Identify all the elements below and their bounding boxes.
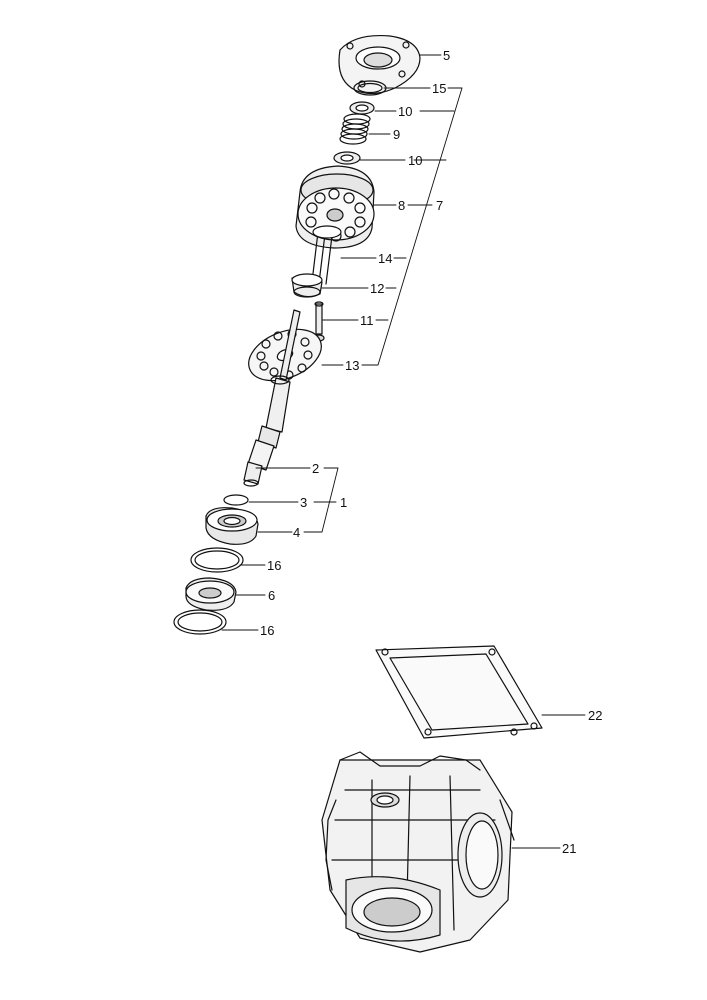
part-12-ball-guide (291, 273, 323, 298)
part-10-washer-top (349, 101, 375, 115)
callout-13: 13 (345, 358, 360, 373)
drive-shaft (243, 309, 301, 487)
callout-10-top: 10 (398, 104, 413, 119)
callout-16-top: 16 (267, 558, 282, 573)
callout-7: 7 (436, 198, 444, 213)
part-14-guide (311, 225, 342, 285)
callout-2: 2 (312, 461, 320, 476)
part-10-washer-bottom (333, 151, 361, 165)
callout-5: 5 (443, 48, 451, 63)
part-3-ring (223, 494, 249, 506)
part-16-snap-ring-top (190, 547, 244, 573)
callout-16-bottom: 16 (260, 623, 275, 638)
callout-8: 8 (398, 198, 406, 213)
callout-11: 11 (360, 313, 374, 328)
callout-1: 1 (340, 495, 348, 510)
callout-9: 9 (393, 127, 401, 142)
callout-21: 21 (562, 841, 577, 856)
callout-12: 12 (370, 281, 385, 296)
callout-10-bottom: 10 (408, 153, 423, 168)
callout-14: 14 (378, 251, 393, 266)
callout-15: 15 (432, 81, 447, 96)
callout-4: 4 (293, 525, 301, 540)
callout-6: 6 (268, 588, 276, 603)
part-8-cylinder-block (295, 165, 375, 249)
part-6-seal (185, 577, 237, 611)
part-22-gasket (375, 645, 543, 739)
callout-3: 3 (300, 495, 308, 510)
part-21-housing (321, 751, 515, 953)
part-9-spring (339, 113, 371, 145)
callout-22: 22 (588, 708, 603, 723)
part-4-bearing (205, 507, 259, 545)
leader-lines (221, 54, 586, 849)
part-5-port-plate (338, 34, 421, 95)
part-16-snap-ring-bottom (173, 609, 227, 635)
